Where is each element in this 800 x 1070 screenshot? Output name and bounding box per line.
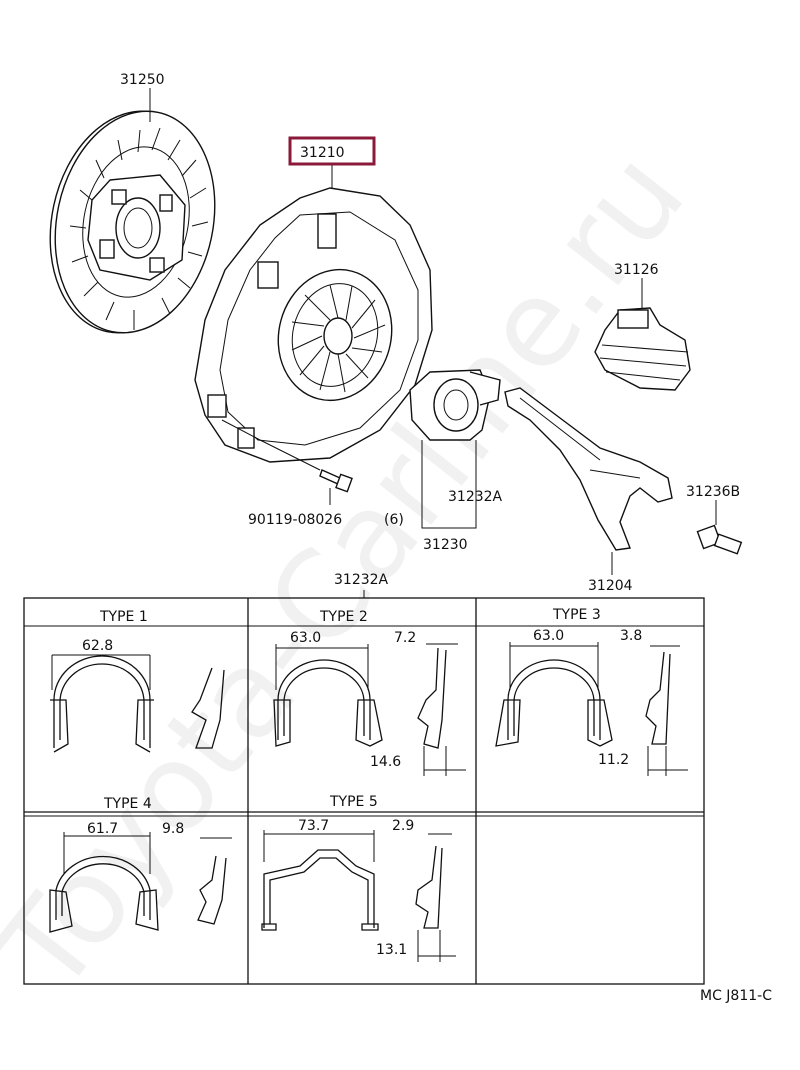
release-fork-boot[interactable]	[594, 307, 691, 391]
bolt[interactable]	[319, 469, 353, 493]
type5-width: 73.7	[298, 818, 329, 834]
reference-code: MC J811-C	[700, 988, 772, 1004]
label-bolt: 90119-08026	[248, 512, 342, 528]
type3-thick: 3.8	[620, 628, 642, 644]
type2-width: 63.0	[290, 630, 321, 646]
label-31232a-group: 31232A	[334, 572, 389, 588]
type3-label: TYPE 3	[552, 607, 601, 623]
highlight-box	[288, 136, 376, 166]
label-bolt-qty: (6)	[384, 512, 404, 528]
label-31126: 31126	[614, 262, 659, 278]
clutch-cover[interactable]	[194, 187, 433, 471]
type3-depth: 11.2	[598, 752, 629, 768]
type4-thick: 9.8	[162, 821, 184, 837]
type4-label: TYPE 4	[103, 796, 152, 812]
clutch-disc[interactable]	[30, 96, 234, 348]
type2-label: TYPE 2	[319, 609, 368, 625]
type4-clip	[49, 855, 227, 933]
type5-thick: 2.9	[392, 818, 414, 834]
release-fork[interactable]	[504, 387, 673, 551]
label-31210: 31210	[300, 145, 345, 161]
type5-label: TYPE 5	[329, 794, 378, 810]
type2-depth: 14.6	[370, 754, 401, 770]
type1-clip	[50, 655, 225, 753]
label-31250: 31250	[120, 72, 165, 88]
type3-clip	[495, 651, 671, 747]
type3-width: 63.0	[533, 628, 564, 644]
type-table	[23, 597, 705, 985]
type2-clip	[273, 647, 447, 749]
label-31230: 31230	[423, 537, 468, 553]
type5-depth: 13.1	[376, 942, 407, 958]
label-31204: 31204	[588, 578, 633, 594]
type4-width: 61.7	[87, 821, 118, 837]
label-31236b: 31236B	[686, 484, 740, 500]
type1-label: TYPE 1	[99, 609, 148, 625]
release-bearing[interactable]	[409, 369, 501, 441]
type5-clip	[261, 845, 443, 931]
type2-thick: 7.2	[394, 630, 416, 646]
ball-stud[interactable]	[696, 524, 743, 555]
type1-width: 62.8	[82, 638, 113, 654]
label-31232a-top: 31232A	[448, 489, 503, 505]
